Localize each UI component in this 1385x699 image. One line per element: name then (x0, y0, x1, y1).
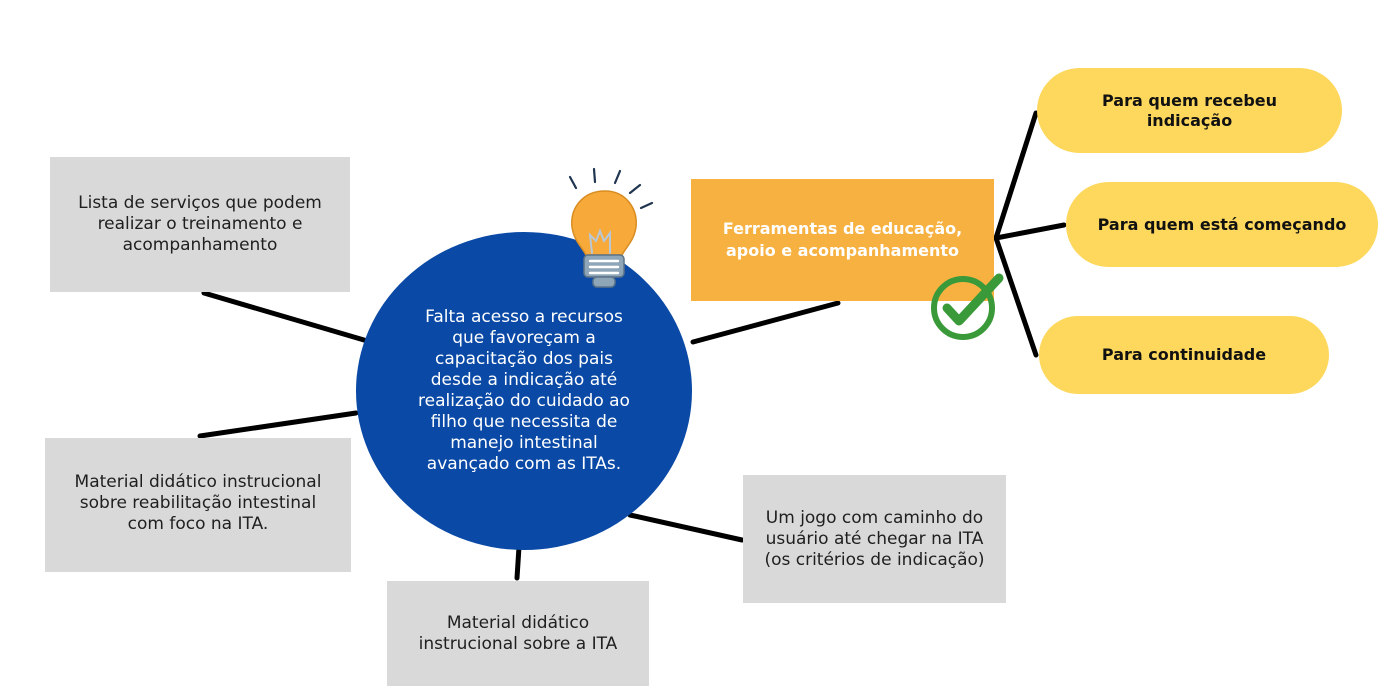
connector-game (627, 512, 745, 543)
rehab-material-text: Material didático instrucional sobre rea… (74, 472, 322, 534)
connector-sub-3 (993, 235, 1039, 358)
tools-text: Ferramentas de educação, apoio e acompan… (722, 219, 963, 260)
connector-rehab (197, 410, 359, 439)
ita-material-text: Material didático instrucional sobre a I… (418, 612, 618, 654)
central-topic-circle: Falta acesso a recursos que favoreçam a … (356, 232, 692, 550)
services-list-box: Lista de serviços que podem realizar o t… (50, 157, 350, 292)
connector-sub-2 (993, 222, 1067, 241)
ita-material-box: Material didático instrucional sobre a I… (387, 581, 649, 686)
services-list-text: Lista de serviços que podem realizar o t… (78, 193, 322, 255)
lightbulb-icon (568, 167, 654, 288)
rehab-material-box: Material didático instrucional sobre rea… (45, 438, 351, 572)
pill-received-indication-text: Para quem recebeu indicação (1101, 90, 1278, 130)
check-circle-icon (931, 273, 1004, 340)
connector-tools (690, 300, 841, 345)
central-topic-text: Falta acesso a recursos que favoreçam a … (418, 307, 630, 474)
pill-starting: Para quem está começando (1066, 182, 1378, 267)
pill-starting-text: Para quem está começando (1097, 214, 1347, 234)
pill-continuity-text: Para continuidade (1101, 345, 1267, 364)
pill-continuity: Para continuidade (1039, 316, 1329, 394)
game-text: Um jogo com caminho do usuário até chega… (764, 507, 985, 570)
pill-received-indication: Para quem recebeu indicação (1037, 68, 1342, 153)
connector-ita-material (514, 544, 522, 581)
tools-box: Ferramentas de educação, apoio e acompan… (691, 179, 994, 301)
game-box: Um jogo com caminho do usuário até chega… (743, 475, 1006, 603)
connector-services (201, 290, 367, 343)
connector-sub-1 (993, 110, 1039, 241)
